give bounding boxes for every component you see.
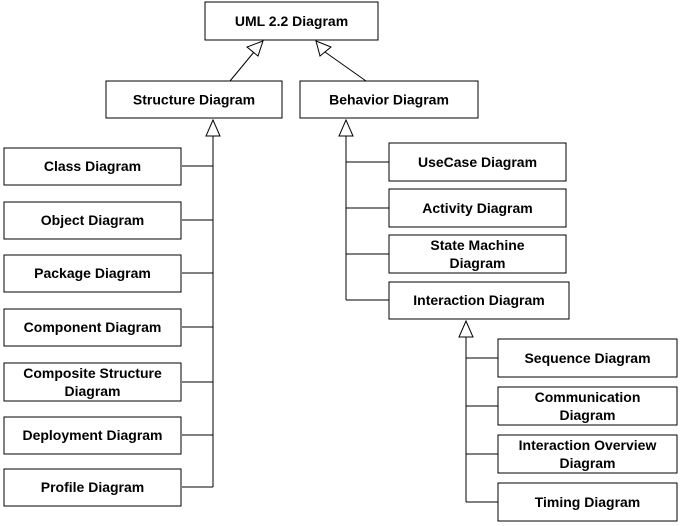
node-component-diagram: Component Diagram <box>3 308 182 347</box>
node-usecase-diagram: UseCase Diagram <box>388 142 567 182</box>
edges <box>182 51 498 503</box>
generalization-arrow-structure <box>246 40 264 57</box>
node-label: State Machine <box>430 237 524 253</box>
node-label: Diagram <box>64 383 120 399</box>
node-label: UML 2.2 Diagram <box>235 13 348 29</box>
node-deployment-diagram: Deployment Diagram <box>3 416 182 455</box>
edge-structure-to-uml <box>229 51 255 82</box>
arrowheads <box>205 40 474 338</box>
generalization-arrow-interaction-children <box>458 319 474 338</box>
node-package-diagram: Package Diagram <box>3 254 182 293</box>
node-profile-diagram: Profile Diagram <box>3 468 182 507</box>
node-label: Interaction Diagram <box>413 292 544 308</box>
node-label: Behavior Diagram <box>329 92 449 108</box>
node-label: Deployment Diagram <box>22 427 162 443</box>
node-label: Timing Diagram <box>535 494 641 510</box>
node-label: Structure Diagram <box>133 92 255 108</box>
generalization-arrow-behavior <box>315 40 332 57</box>
node-sequence-diagram: Sequence Diagram <box>497 338 678 378</box>
node-label: Communication <box>535 389 641 405</box>
node-label: Sequence Diagram <box>524 350 650 366</box>
node-interaction-diagram: Interaction Diagram <box>388 281 570 320</box>
node-label: Composite Structure <box>23 365 162 381</box>
node-label: UseCase Diagram <box>418 154 537 170</box>
node-label: Profile Diagram <box>41 479 144 495</box>
node-label: Component Diagram <box>24 319 162 335</box>
edge-behavior-to-uml <box>324 51 367 82</box>
node-label: Package Diagram <box>34 265 151 281</box>
node-label: Diagram <box>559 455 615 471</box>
node-label: Object Diagram <box>41 212 144 228</box>
node-object-diagram: Object Diagram <box>3 201 182 240</box>
node-activity-diagram: Activity Diagram <box>388 188 567 228</box>
node-structure-diagram: Structure Diagram <box>105 80 283 119</box>
generalization-arrow-structure-children <box>205 118 221 137</box>
node-class-diagram: Class Diagram <box>3 147 182 186</box>
node-label: Activity Diagram <box>422 200 532 216</box>
node-label: Interaction Overview <box>519 437 657 453</box>
node-timing-diagram: Timing Diagram <box>497 482 678 522</box>
generalization-arrow-behavior-children <box>338 118 354 137</box>
node-label: Diagram <box>449 255 505 271</box>
node-label: Diagram <box>559 407 615 423</box>
node-label: Class Diagram <box>44 158 141 174</box>
node-uml: UML 2.2 Diagram <box>204 1 379 41</box>
node-behavior-diagram: Behavior Diagram <box>299 80 479 119</box>
